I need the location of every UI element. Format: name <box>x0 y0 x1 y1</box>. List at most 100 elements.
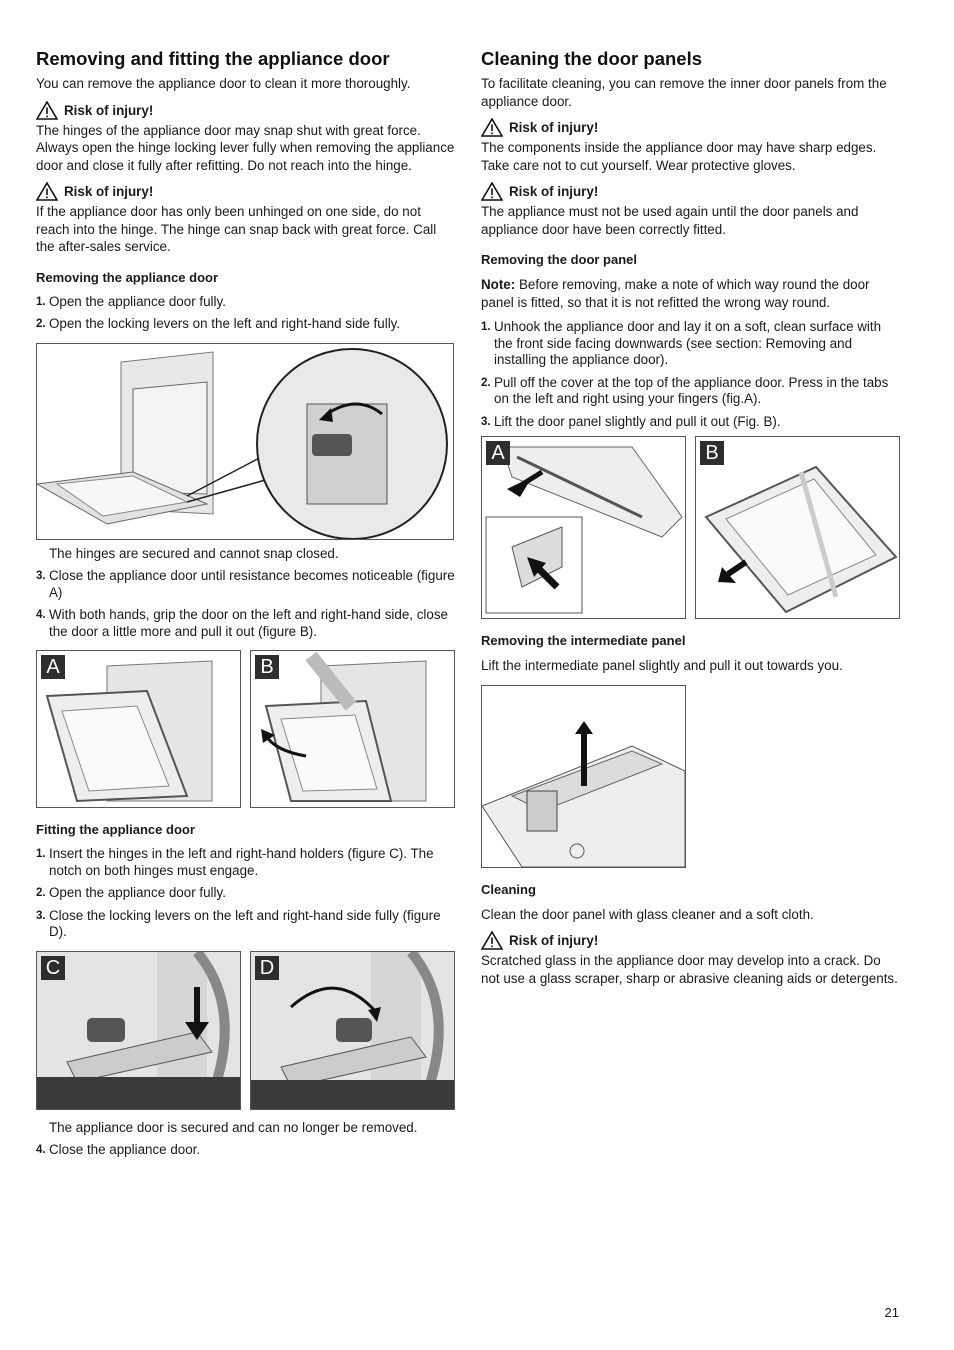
figure-intermediate-panel <box>481 684 686 868</box>
list-item: 2.Open the appliance door fully. <box>36 885 456 902</box>
figure-d: D <box>250 950 455 1110</box>
step-number: 2. <box>481 376 491 389</box>
warning-label: Risk of injury! <box>64 184 154 199</box>
warning-text: The components inside the appliance door… <box>481 140 877 173</box>
hinge-insert-illustration <box>37 951 240 1109</box>
warning-heading: Risk of injury! <box>36 100 456 120</box>
note-label: Note: <box>481 277 516 292</box>
warning-heading: Risk of injury! <box>36 182 456 201</box>
list-item: 4.With both hands, grip the door on the … <box>36 607 456 640</box>
figure-hinge-lever <box>36 342 454 540</box>
step-text: With both hands, grip the door on the le… <box>49 607 448 639</box>
warning-triangle-icon <box>481 118 503 137</box>
step-text: Insert the hinges in the left and right-… <box>49 846 434 878</box>
figure-label: D <box>255 955 279 980</box>
note-paragraph: Note: Before removing, make a note of wh… <box>481 276 901 311</box>
door-close-illustration <box>45 660 213 803</box>
step-text: Lift the door panel slightly and pull it… <box>494 413 781 429</box>
warning-heading: Risk of injury! <box>481 118 901 137</box>
warning-triangle-icon <box>36 182 58 201</box>
door-pull-illustration <box>261 651 427 802</box>
step-number: 1. <box>36 848 46 860</box>
step-text: Pull off the cover at the top of the app… <box>494 374 889 407</box>
step-text: Close the appliance door until resistanc… <box>49 568 455 600</box>
panel-pull-illustration <box>704 465 898 614</box>
warning-label: Risk of injury! <box>509 933 599 948</box>
step-list: 3.Close the appliance door until resista… <box>36 568 456 640</box>
step-list: 1.Unhook the appliance door and lay it o… <box>481 319 901 430</box>
figure-label: C <box>41 955 65 980</box>
intro-panels: To facilitate cleaning, you can remove t… <box>481 76 887 109</box>
warning-text: The hinges of the appliance door may sna… <box>36 122 455 173</box>
step-number: 3. <box>481 415 491 428</box>
list-item: 2.Pull off the cover at the top of the a… <box>481 375 901 408</box>
cover-removal-illustration <box>485 446 683 614</box>
subheading-door-panel: Removing the door panel <box>481 252 638 267</box>
warning-heading: Risk of injury! <box>481 182 901 201</box>
oven-hinge-illustration <box>37 343 453 539</box>
warning-text: The appliance must not be used again unt… <box>481 204 859 237</box>
step-text: Open the appliance door fully. <box>49 293 226 309</box>
step-list: 1.Insert the hinges in the left and righ… <box>36 846 456 941</box>
figure-b: B <box>250 650 455 808</box>
warning-text: If the appliance door has only been unhi… <box>36 204 437 254</box>
cleaning-text: Clean the door panel with glass cleaner … <box>481 906 814 922</box>
warning-triangle-icon <box>36 100 58 120</box>
step-text: Close the locking levers on the left and… <box>49 907 441 940</box>
right-column: Cleaning the door panels To facilitate c… <box>481 48 901 993</box>
section-title-panels: Cleaning the door panels <box>481 48 702 69</box>
intermediate-panel-illustration <box>482 720 685 867</box>
warning-label: Risk of injury! <box>64 102 154 118</box>
figure-row-ab: A B <box>36 650 456 808</box>
list-item: 4.Close the appliance door. <box>36 1142 456 1159</box>
intermediate-text: Lift the intermediate panel slightly and… <box>481 658 843 673</box>
warning-label: Risk of injury! <box>509 184 599 199</box>
list-item: 2.Open the locking levers on the left an… <box>36 316 456 333</box>
lever-close-illustration <box>251 951 454 1109</box>
figure-label: B <box>255 655 279 679</box>
figure-row-cd: C D <box>36 950 456 1110</box>
step-number: 2. <box>36 318 46 330</box>
list-item: 1.Open the appliance door fully. <box>36 294 456 311</box>
figure-c: C <box>36 950 241 1110</box>
figure-label: B <box>700 441 724 465</box>
step-text: Open the locking levers on the left and … <box>49 316 401 331</box>
hinge-secured-note: The hinges are secured and cannot snap c… <box>49 545 339 561</box>
subheading-intermediate-panel: Removing the intermediate panel <box>481 633 686 648</box>
list-item: 3.Close the appliance door until resista… <box>36 568 456 601</box>
intro-door: You can remove the appliance door to cle… <box>36 76 411 91</box>
step-number: 3. <box>36 570 46 582</box>
list-item: 1.Unhook the appliance door and lay it o… <box>481 319 901 369</box>
step-number: 4. <box>36 609 46 621</box>
step-number: 2. <box>36 887 46 899</box>
figure-panel-a: A <box>481 436 686 619</box>
step-list: 1.Open the appliance door fully. 2.Open … <box>36 294 456 333</box>
subheading-removing-door: Removing the appliance door <box>36 269 219 285</box>
left-column: Removing and fitting the appliance door … <box>36 48 456 1165</box>
figure-panel-b: B <box>695 436 900 619</box>
step-number: 3. <box>36 909 46 922</box>
step-number: 1. <box>36 295 46 308</box>
step-number: 1. <box>481 321 491 333</box>
warning-text: Scratched glass in the appliance door ma… <box>481 953 898 986</box>
page-number: 21 <box>884 1305 899 1320</box>
section-title-door: Removing and fitting the appliance door <box>36 48 390 69</box>
subheading-fitting-door: Fitting the appliance door <box>36 822 195 837</box>
warning-triangle-icon <box>481 182 503 201</box>
list-item: 3.Close the locking levers on the left a… <box>36 908 456 941</box>
door-secured-note: The appliance door is secured and can no… <box>49 1119 418 1135</box>
figure-label: A <box>41 655 65 679</box>
list-item: 1.Insert the hinges in the left and righ… <box>36 846 456 879</box>
figure-a: A <box>36 650 241 808</box>
warning-label: Risk of injury! <box>509 120 599 135</box>
subheading-cleaning: Cleaning <box>481 881 536 897</box>
list-item: 3.Lift the door panel slightly and pull … <box>481 414 901 431</box>
note-text: Before removing, make a note of which wa… <box>481 277 870 310</box>
step-number: 4. <box>36 1144 46 1156</box>
step-list: 4.Close the appliance door. <box>36 1142 456 1159</box>
warning-triangle-icon <box>481 931 503 950</box>
warning-heading: Risk of injury! <box>481 931 901 950</box>
figure-row-panels: A B <box>481 436 901 619</box>
step-text: Unhook the appliance door and lay it on … <box>494 319 882 367</box>
step-text: Open the appliance door fully. <box>49 885 226 900</box>
